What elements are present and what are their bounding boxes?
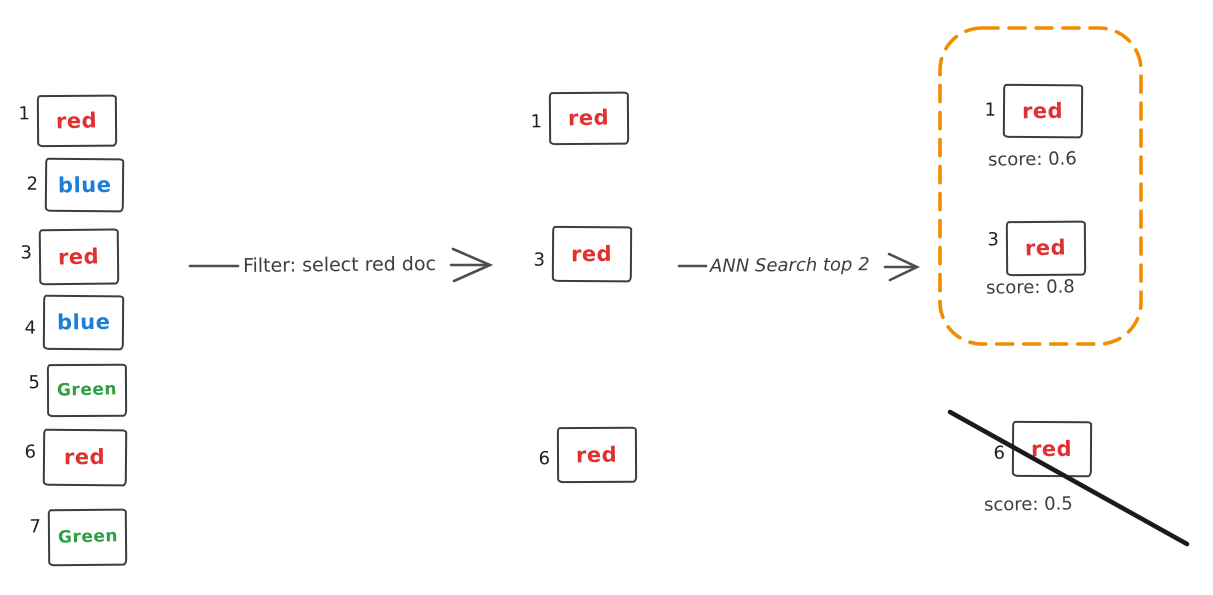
doc-rect: red	[1011, 420, 1093, 478]
filtered-doc-6: 6 red	[536, 426, 638, 484]
doc-rect: blue	[42, 294, 125, 351]
filtered-doc-3: 3 red	[531, 225, 633, 283]
doc-label: blue	[56, 309, 111, 335]
doc-number: 2	[26, 173, 39, 195]
doc-number: 7	[29, 515, 41, 537]
doc-label: red	[64, 444, 106, 470]
doc-number: 1	[530, 110, 543, 132]
doc-label: Green	[56, 379, 118, 401]
source-doc-5: 5 Green	[26, 363, 128, 418]
doc-rect: Green	[47, 508, 128, 567]
result-doc-1: 1 red	[982, 83, 1084, 139]
doc-number: 3	[533, 249, 546, 271]
source-doc-4: 4 blue	[22, 294, 125, 351]
doc-rect: red	[38, 228, 120, 286]
doc-rect: blue	[44, 157, 125, 213]
doc-number: 5	[28, 371, 41, 393]
doc-number: 3	[20, 242, 33, 264]
doc-label: red	[1022, 98, 1064, 123]
doc-rect: red	[42, 428, 128, 487]
source-doc-6: 6 red	[22, 428, 128, 487]
doc-number: 6	[24, 441, 37, 463]
doc-number: 1	[18, 103, 31, 125]
doc-label: red	[568, 105, 610, 131]
doc-label: red	[1025, 235, 1067, 261]
score-label-doc-3: score: 0.8	[985, 276, 1075, 299]
filter-arrowhead	[451, 247, 494, 283]
result-doc-3: 3 red	[985, 220, 1087, 277]
doc-rect: red	[556, 426, 638, 484]
ann-arrow-label: ANN Search top 2	[709, 254, 870, 277]
source-doc-1: 1 red	[16, 94, 118, 148]
source-doc-3: 3 red	[18, 228, 120, 286]
doc-label: red	[1031, 436, 1073, 461]
filtered-doc-1: 1 red	[528, 91, 630, 146]
doc-rect: red	[551, 225, 633, 283]
doc-number: 4	[24, 317, 37, 339]
doc-label: red	[58, 243, 100, 269]
doc-rect: red	[1005, 220, 1087, 277]
doc-rect: red	[548, 91, 630, 146]
doc-number: 6	[538, 448, 551, 470]
doc-label: Green	[57, 526, 118, 548]
filter-arrow-label: Filter: select red doc	[242, 252, 437, 278]
ann-arrowhead	[887, 252, 921, 282]
source-doc-7: 7 Green	[27, 508, 128, 567]
doc-label: blue	[57, 172, 112, 197]
result-doc-6-rejected: 6 red	[991, 420, 1093, 478]
doc-number: 6	[993, 442, 1006, 464]
doc-number: 3	[987, 228, 1000, 250]
doc-rect: red	[36, 94, 118, 148]
source-doc-2: 2 blue	[24, 157, 125, 213]
doc-rect: Green	[46, 363, 128, 418]
score-label-doc-1: score: 0.6	[987, 148, 1077, 171]
score-label-doc-6: score: 0.5	[983, 493, 1073, 516]
doc-label: red	[571, 241, 613, 266]
doc-rect: red	[1002, 83, 1084, 139]
doc-label: red	[56, 107, 98, 133]
doc-number: 1	[984, 99, 997, 121]
doc-label: red	[576, 441, 618, 467]
